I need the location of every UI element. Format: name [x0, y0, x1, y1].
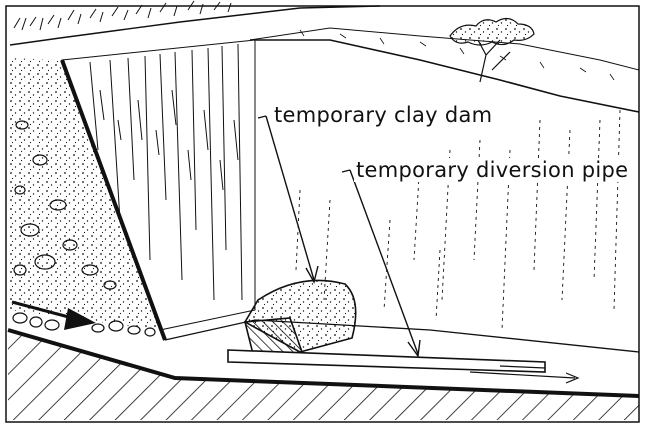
label-diversion-pipe: temporary diversion pipe: [354, 158, 630, 182]
label-clay-dam: temporary clay dam: [272, 103, 494, 127]
tree-icon: [450, 18, 534, 82]
clay-dam: [245, 280, 356, 358]
channel-floor: [165, 320, 639, 352]
diversion-pipe: [228, 350, 545, 372]
